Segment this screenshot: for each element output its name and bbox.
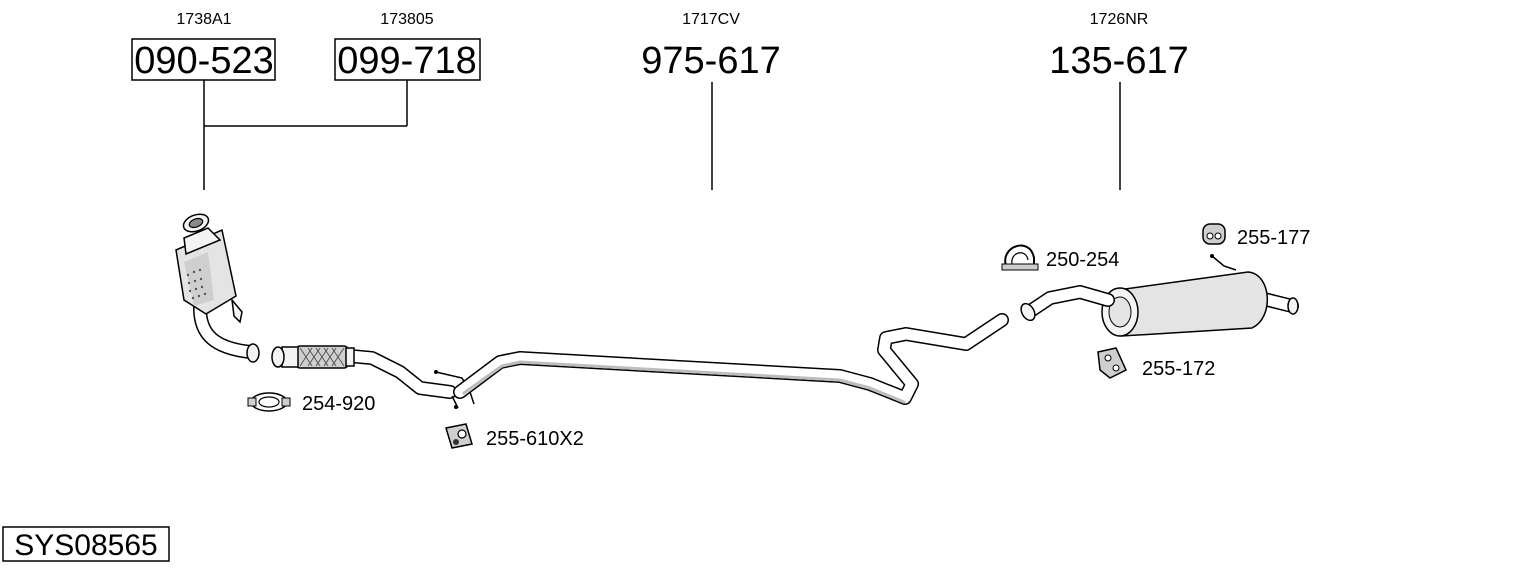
part-label-front-pipe[interactable]: 173805 099-718: [334, 11, 481, 82]
part-number-middle-pipe: 975-617: [641, 40, 780, 82]
part-number-front-pipe: 099-718: [337, 40, 476, 82]
system-code-label: SYS08565: [2, 526, 170, 562]
accessory-number-rubber-mount-rear-bottom: 255-172: [1142, 358, 1215, 380]
accessory-number-clamp-rear: 250-254: [1046, 249, 1119, 271]
front-pipe-drawing[interactable]: [271, 345, 475, 409]
accessory-clamp-rear[interactable]: 250-254: [1001, 244, 1119, 271]
middle-pipe-drawing[interactable]: [453, 313, 1009, 405]
part-label-rear-silencer[interactable]: 1726NR 135-617: [1049, 11, 1188, 82]
part-label-middle-pipe[interactable]: 1717CV 975-617: [641, 11, 780, 82]
accessory-clamp-front[interactable]: 254-920: [247, 392, 375, 415]
system-code: SYS08565: [14, 529, 157, 562]
part-number-catalyst: 090-523: [134, 40, 273, 82]
u-clamp-icon: [1001, 244, 1039, 271]
part-code-rear-silencer: 1726NR: [1090, 11, 1149, 28]
rear-silencer-drawing[interactable]: [1018, 254, 1299, 337]
accessory-number-clamp-front: 254-920: [302, 393, 375, 415]
accessory-rubber-mount-front[interactable]: 255-610X2: [445, 423, 584, 450]
part-number-box-catalyst: [131, 38, 276, 81]
catalyst-drawing[interactable]: [175, 211, 260, 363]
accessory-rubber-mount-rear-bottom[interactable]: 255-172: [1097, 347, 1215, 380]
part-number-box-front-pipe: [334, 38, 481, 81]
part-code-front-pipe: 173805: [380, 11, 433, 28]
accessory-number-rubber-mount-rear-top: 255-177: [1237, 227, 1310, 249]
part-code-catalyst: 1738A1: [176, 11, 231, 28]
part-code-middle-pipe: 1717CV: [682, 11, 740, 28]
clamp-ring-icon: [247, 392, 291, 412]
part-label-catalyst[interactable]: 1738A1 090-523: [131, 11, 276, 82]
mount-bracket-icon: [1097, 347, 1127, 379]
rubber-mount-icon: [445, 423, 473, 449]
system-code-box: [2, 526, 170, 562]
accessory-rubber-mount-rear-top[interactable]: 255-177: [1202, 223, 1310, 249]
accessory-number-rubber-mount-front: 255-610X2: [486, 428, 584, 450]
rubber-ring-icon: [1202, 223, 1226, 245]
part-number-rear-silencer: 135-617: [1049, 40, 1188, 82]
leader-lines: [203, 80, 1121, 190]
